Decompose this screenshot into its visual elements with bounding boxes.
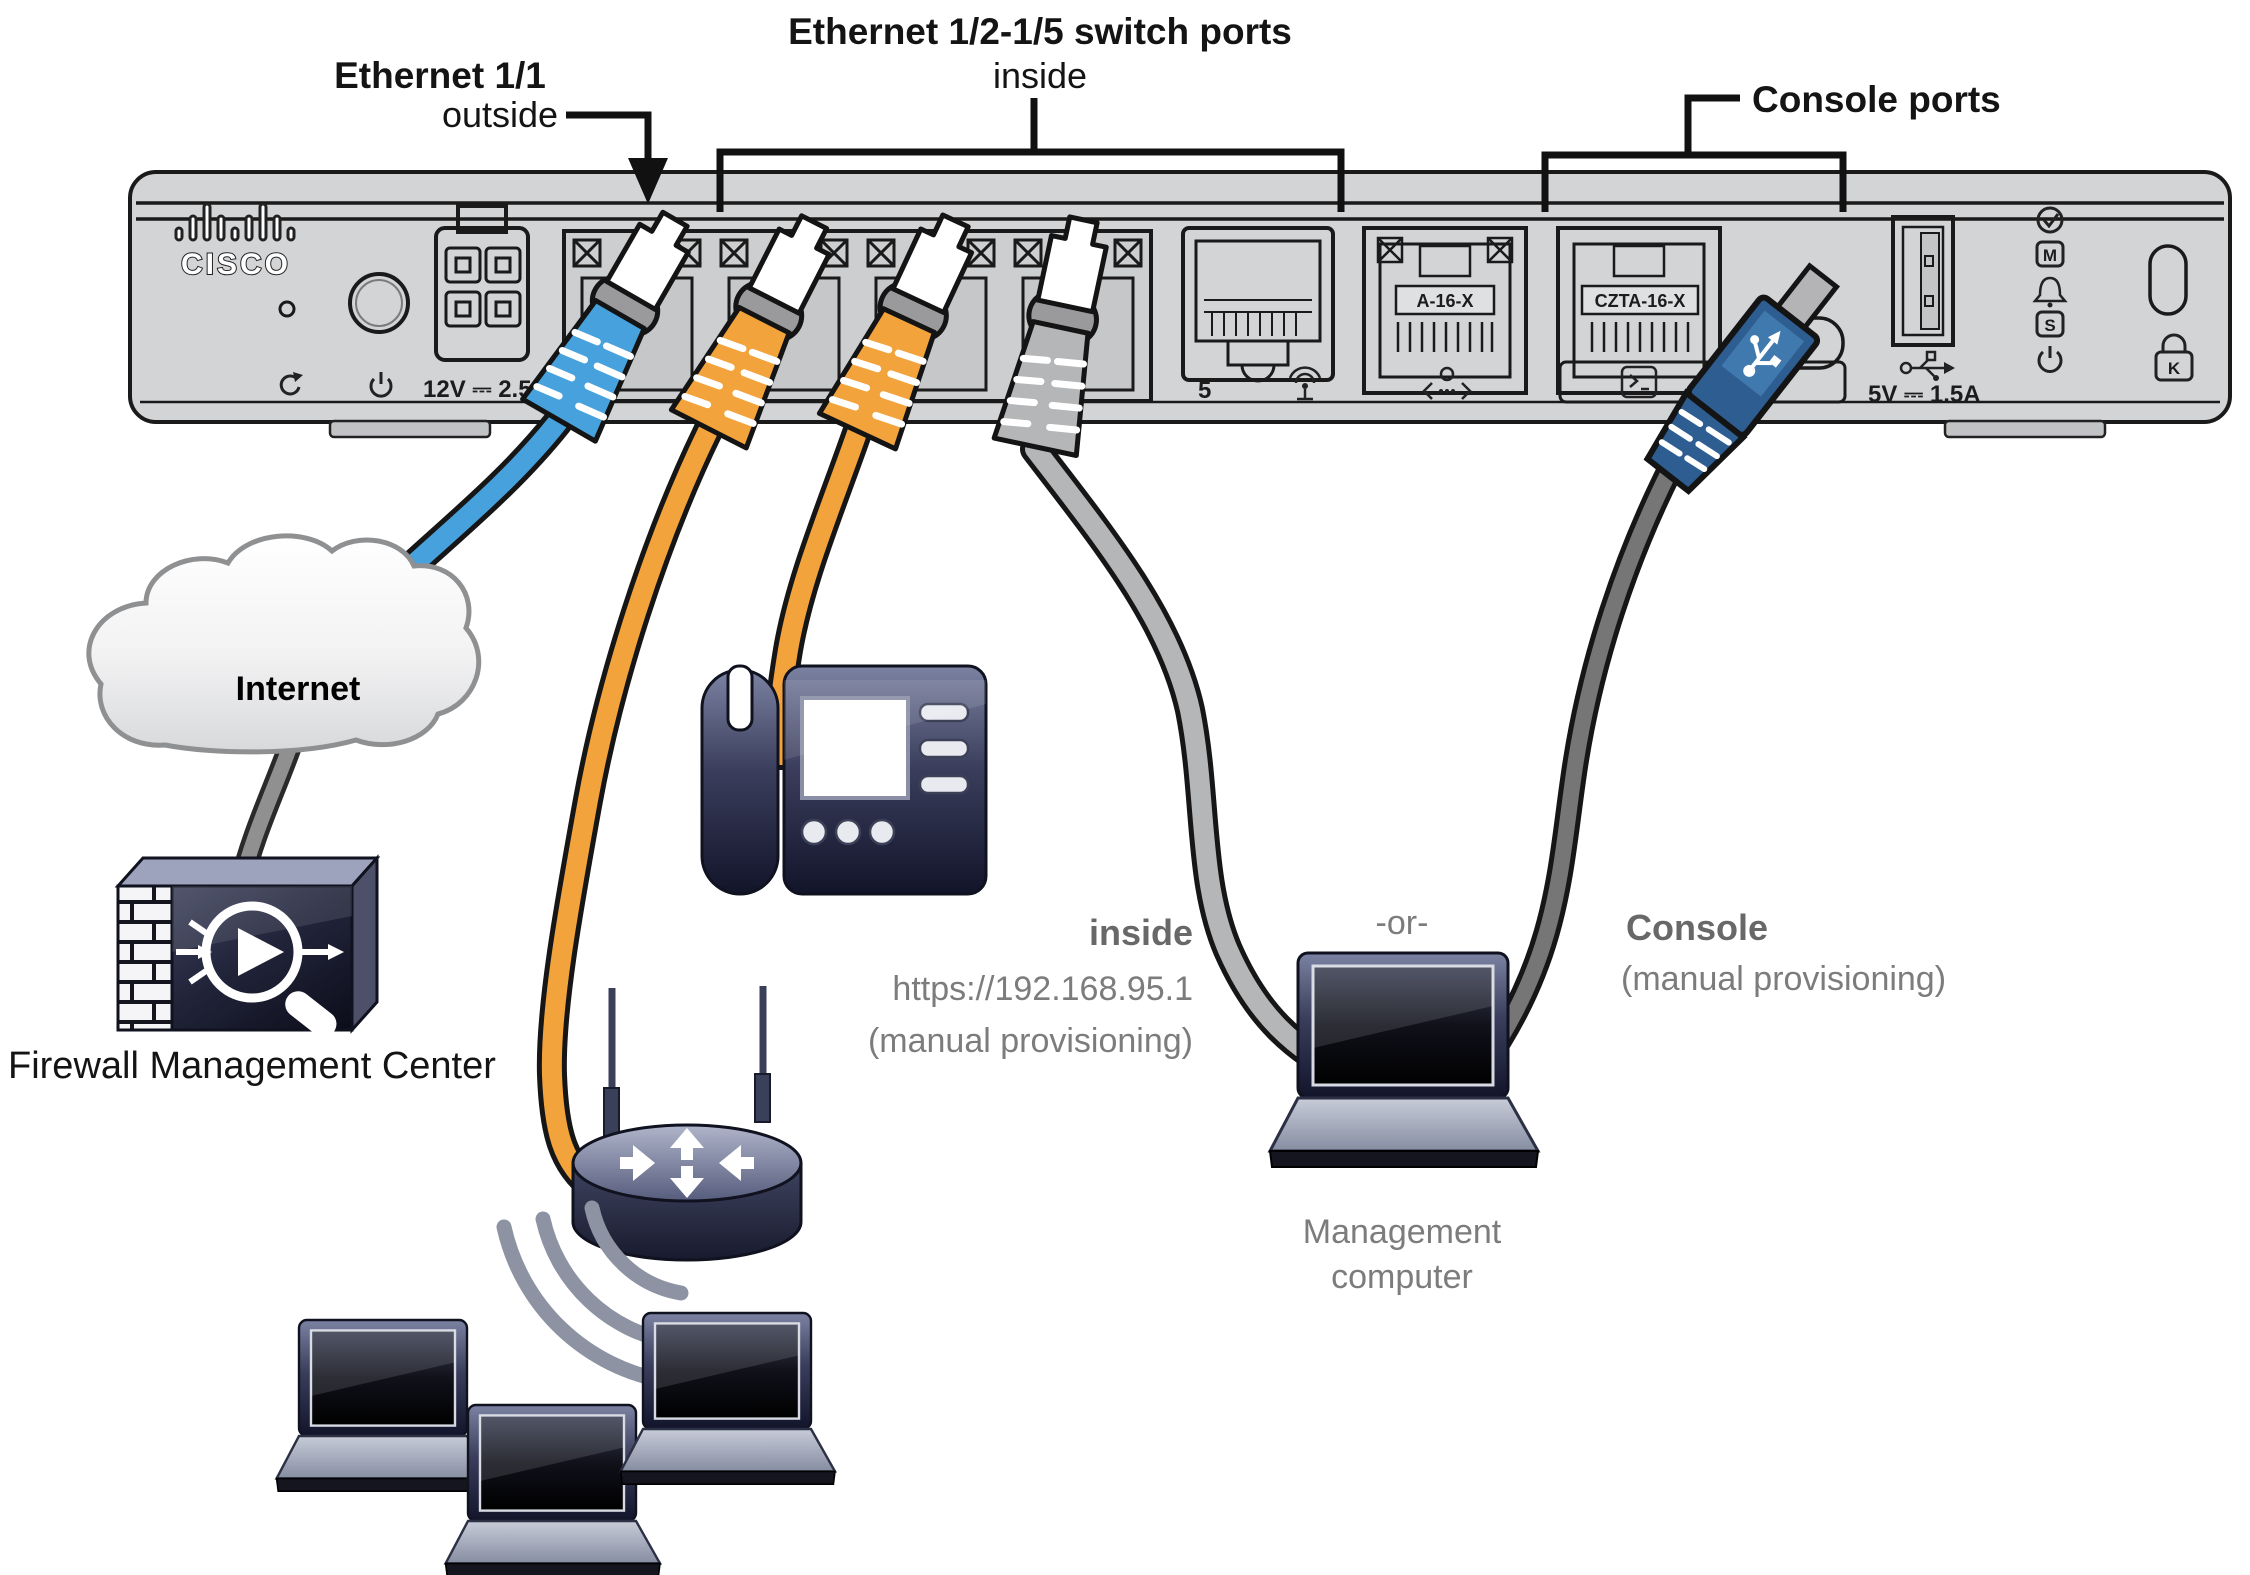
alarm-bell-icon <box>2032 276 2068 308</box>
reset-pinhole[interactable] <box>278 300 296 318</box>
network-management-icon <box>1422 366 1472 400</box>
kensington-lock-icon <box>2154 333 2194 382</box>
internet-label: Internet <box>236 670 361 708</box>
inside-label: inside <box>1089 912 1193 953</box>
console-rj45-port[interactable] <box>1556 226 1722 395</box>
ethernet11-pointer-line <box>566 111 652 162</box>
cisco-logo: CISCO <box>174 202 296 282</box>
usb-icon <box>1899 350 1955 381</box>
router-arrows-icon <box>620 1128 754 1198</box>
usb-rating-label: 5V ⎓ 1.5A <box>1868 381 1981 408</box>
ethernet11-subtitle: outside <box>442 94 558 135</box>
sfp-port-5[interactable] <box>1181 226 1335 383</box>
cisco-brand-text: CISCO <box>181 248 291 281</box>
console-ports-title: Console ports <box>1752 79 2001 120</box>
management-port[interactable] <box>1362 226 1528 395</box>
console-ports-bracket <box>1541 151 1847 212</box>
wireless-router-icon <box>571 986 803 1262</box>
chassis-foot <box>1943 419 2107 439</box>
console-port-label: CZTA-16-X <box>1595 291 1686 311</box>
switch-ports-title: Ethernet 1/2-1/5 switch ports <box>788 11 1292 52</box>
status-led-icon <box>2035 310 2065 338</box>
power-rating-label: 12V ⎓ 2.5 <box>423 376 532 403</box>
router-antennas <box>603 986 771 1137</box>
status-ok-icon <box>2036 206 2064 234</box>
wireless-laptop-3 <box>619 1311 837 1486</box>
wireless-laptop-1 <box>275 1318 493 1493</box>
sfp-port-number: 5 <box>1198 377 1211 404</box>
console-label: Console <box>1626 907 1768 948</box>
led-m-label: M <box>2043 246 2057 265</box>
management-led-icon <box>2035 240 2065 268</box>
power-led-icon <box>2037 346 2063 373</box>
status-led-column <box>2032 206 2068 373</box>
console-note: (manual provisioning) <box>1621 960 1946 998</box>
switch-ports-subtitle: inside <box>993 55 1087 96</box>
magnifier-handle <box>285 991 337 1037</box>
antenna-icon <box>1288 366 1322 401</box>
internet-cloud: Internet <box>86 533 482 755</box>
ethernet11-title: Ethernet 1/1 <box>334 55 546 96</box>
management-port-label: A-16-X <box>1416 291 1473 311</box>
power-button[interactable] <box>348 272 410 334</box>
handle-slot <box>2148 244 2188 316</box>
ip-phone-icon <box>700 664 988 896</box>
management-computer-icon <box>1268 951 1540 1169</box>
switch-ports-bracket <box>716 148 1345 212</box>
firewall-device-rear-panel: CISCO 12V ⎓ 2.5 <box>128 170 2232 439</box>
phone-screen <box>800 696 910 800</box>
power-icon <box>369 372 393 398</box>
inside-cable-to-computer <box>1020 434 1360 1090</box>
chassis-foot <box>328 419 492 439</box>
fmc-label: Firewall Management Center <box>8 1045 496 1087</box>
console-cable <box>1472 457 1683 1075</box>
event-analysis-icon <box>176 901 344 1037</box>
console-ports-stem <box>1684 94 1740 155</box>
firewall-management-center-icon <box>114 854 381 1037</box>
wireless-laptop-2 <box>444 1403 662 1575</box>
management-computer-label-2: computer <box>1331 1258 1473 1296</box>
callouts: Ethernet 1/1 outside Ethernet 1/2-1/5 sw… <box>334 11 2001 1296</box>
reset-icon <box>279 372 303 396</box>
usb-a-port[interactable] <box>1891 215 1955 347</box>
console-terminal-icon <box>1620 365 1658 399</box>
lock-k-label: K <box>2168 359 2181 378</box>
firewall-brick-wall <box>116 884 174 1032</box>
inside-note: (manual provisioning) <box>868 1022 1193 1060</box>
inside-url: https://192.168.95.1 <box>892 970 1193 1008</box>
led-s-label: S <box>2044 316 2055 335</box>
inside-cable-to-router <box>536 416 723 1203</box>
inside-cable-to-phone <box>764 418 872 770</box>
or-divider: -or- <box>1376 904 1429 942</box>
management-computer-label-1: Management <box>1303 1213 1502 1251</box>
ethernet11-arrowhead <box>628 158 668 204</box>
power-connector[interactable] <box>434 204 530 362</box>
